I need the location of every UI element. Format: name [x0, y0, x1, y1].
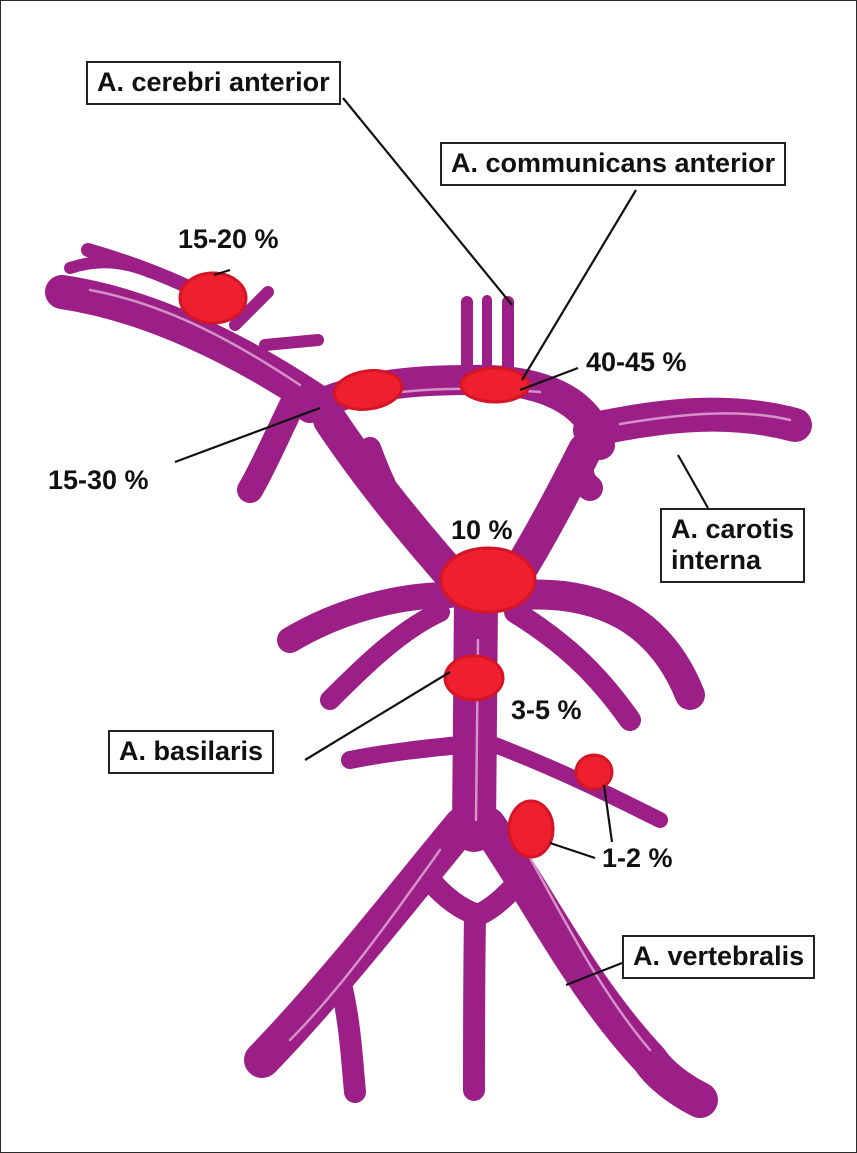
aneurysm-middle-cerebral — [180, 273, 246, 323]
pct-posterior-region: 15-30 % — [48, 465, 149, 496]
aneurysm-basilar-trunk — [445, 656, 503, 700]
leader-1-2-large — [550, 843, 595, 858]
label-basilaris: A. basilaris — [108, 730, 274, 774]
aneurysm-basilar-tip — [441, 548, 535, 612]
leader-cerebri-anterior — [343, 98, 512, 305]
pct-basilar-trunk: 3-5 % — [511, 695, 582, 726]
label-carotis-line2: interna — [671, 545, 761, 575]
aneurysm-communicans-anterior — [461, 368, 529, 402]
pct-middle-cerebral: 15-20 % — [178, 224, 279, 255]
label-carotis-interna: A. carotis interna — [660, 508, 805, 583]
label-carotis-line1: A. carotis — [671, 514, 794, 544]
aneurysm-vertebral-small — [576, 755, 612, 789]
label-vertebralis: A. vertebralis — [622, 935, 815, 979]
leader-15-30 — [175, 408, 320, 462]
pct-communicans-anterior: 40-45 % — [586, 347, 687, 378]
label-cerebri-anterior: A. cerebri anterior — [86, 61, 341, 105]
label-communicans-anterior: A. communicans anterior — [440, 142, 786, 186]
aneurysm-posterior-region — [332, 366, 405, 413]
aneurysm-vertebral-large — [509, 801, 553, 857]
leader-carotis-interna — [678, 455, 708, 508]
pct-basilar-tip: 10 % — [451, 515, 513, 546]
pct-vertebral-branches: 1-2 % — [602, 843, 673, 874]
